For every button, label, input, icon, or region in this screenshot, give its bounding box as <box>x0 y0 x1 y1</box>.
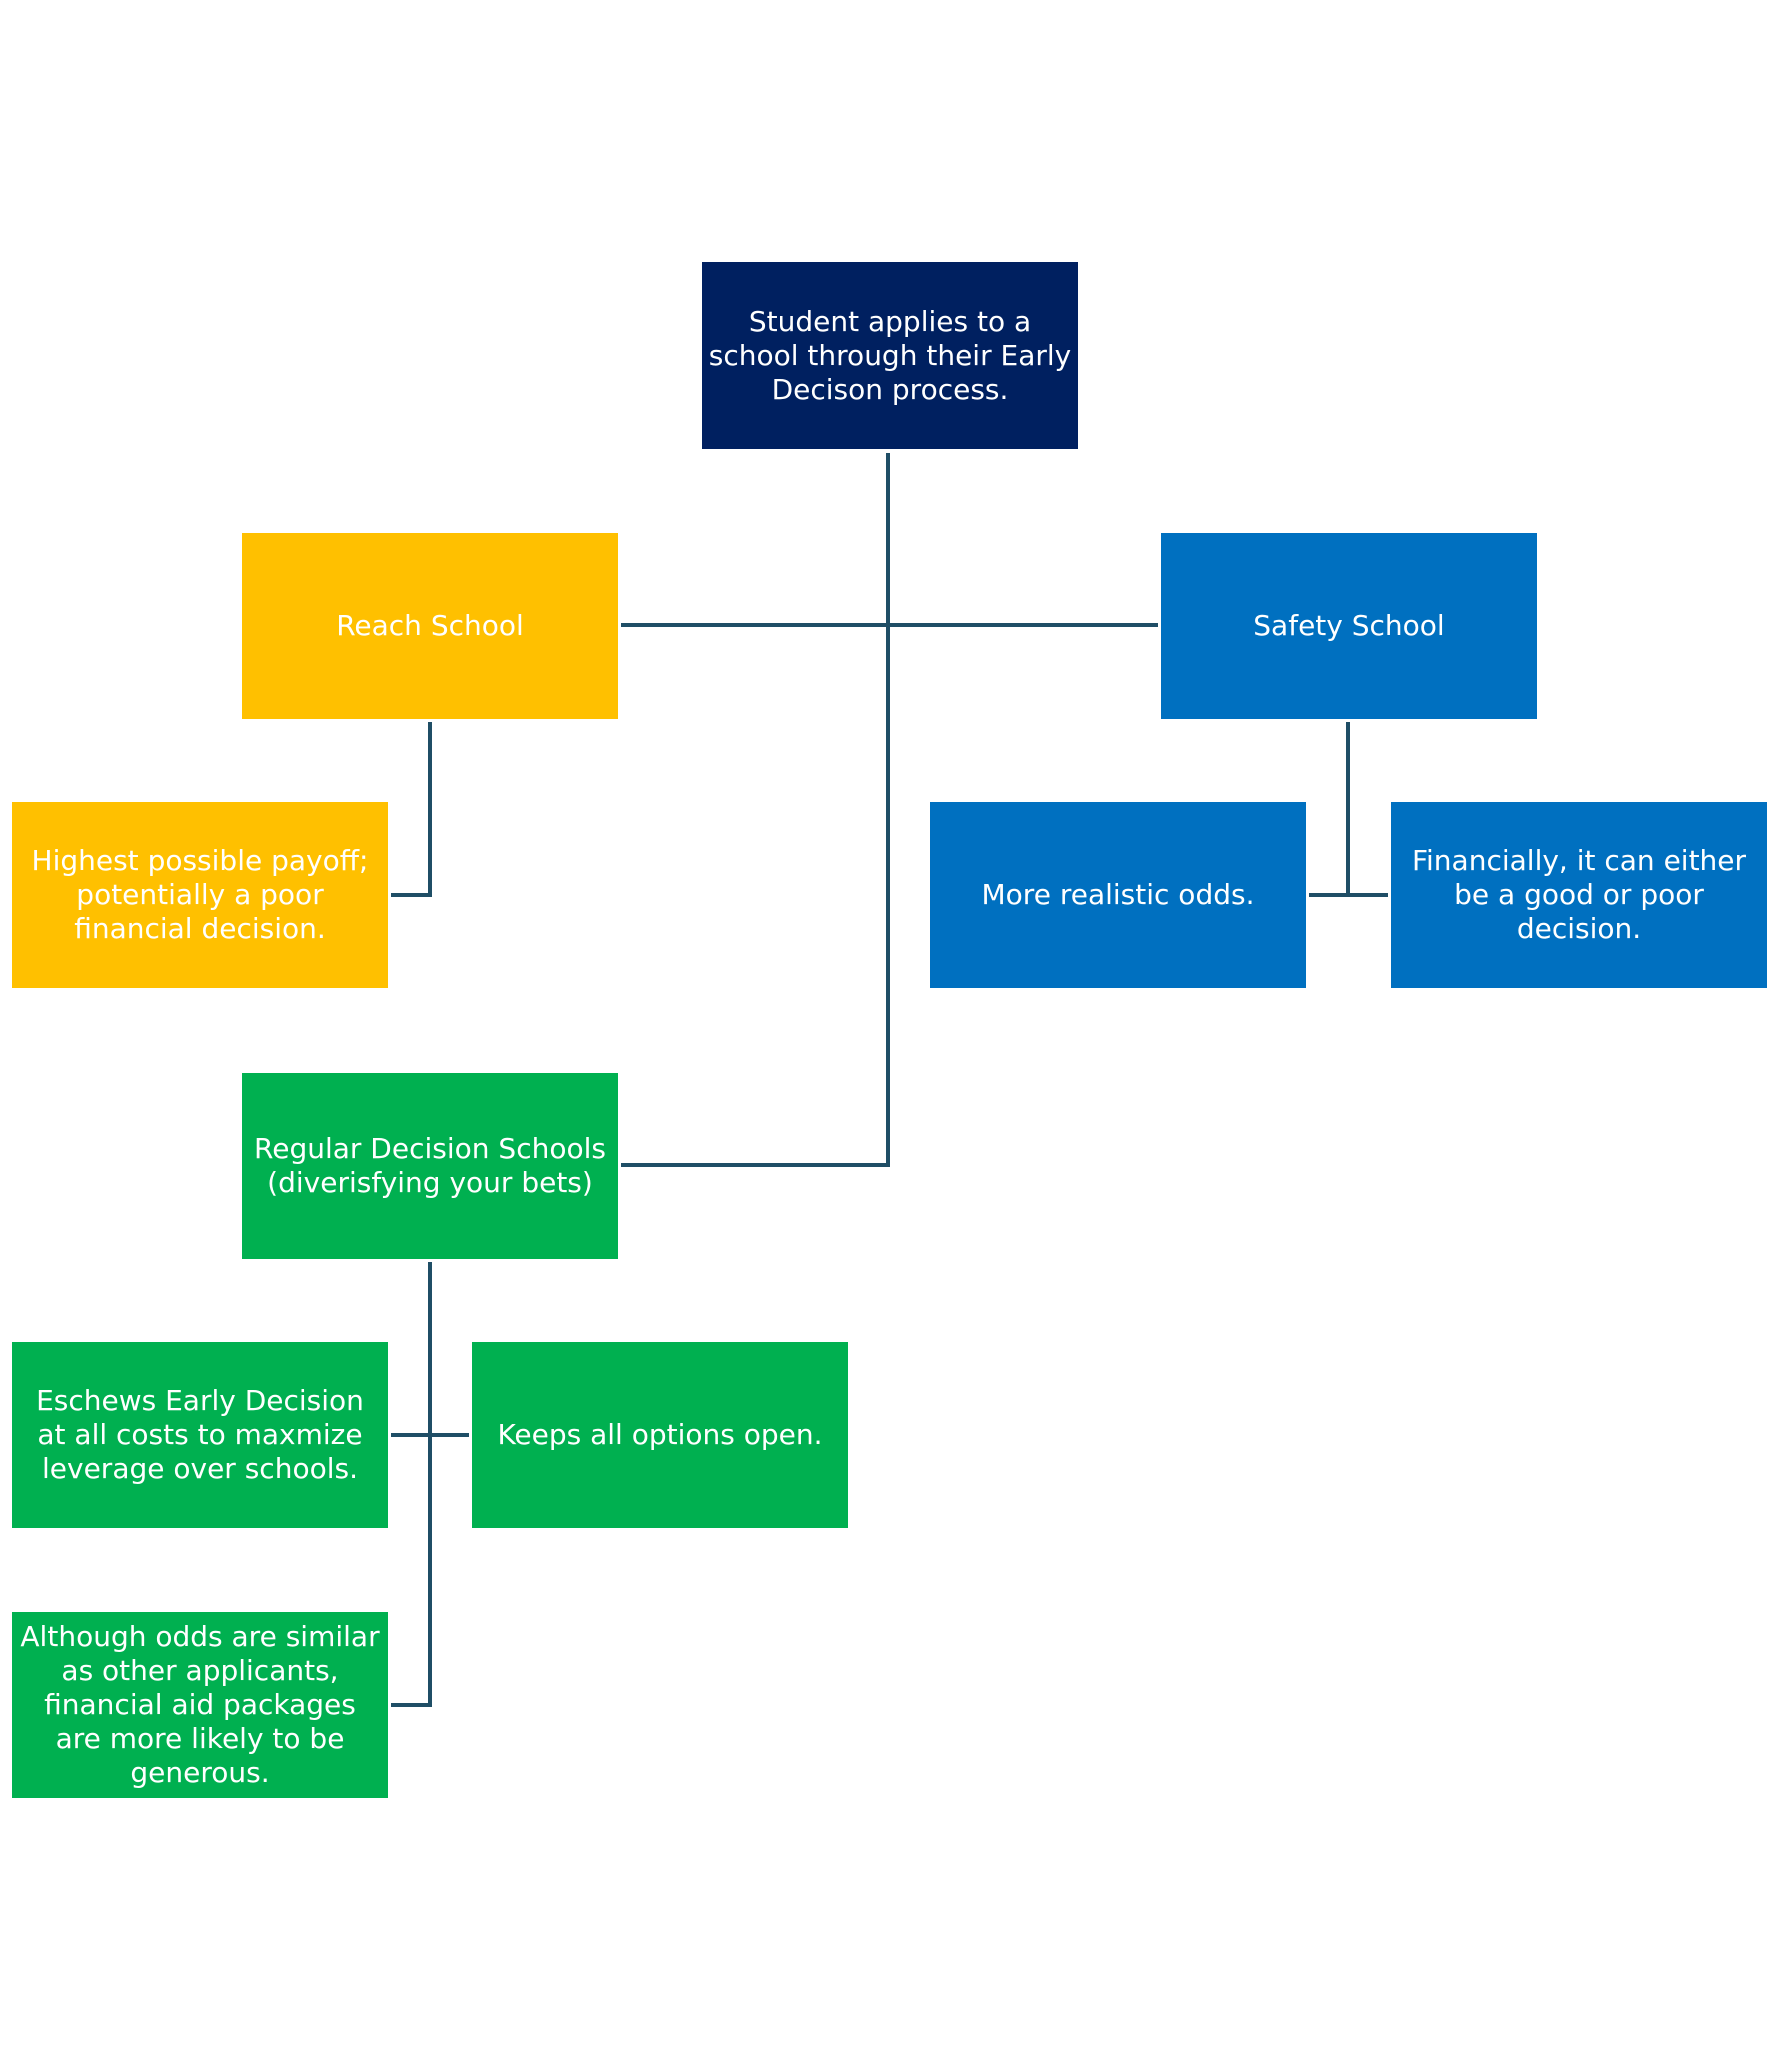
reach-detail-text: Highest possible payoff; potentially a p… <box>31 844 369 945</box>
regular-decision-text: Regular Decision Schools (diverisfying y… <box>254 1132 606 1199</box>
regular-eschews-node: Eschews Early Decision at all costs to m… <box>12 1342 388 1528</box>
regular-options-node: Keeps all options open. <box>472 1342 848 1528</box>
safety-odds-text: More realistic odds. <box>981 878 1255 911</box>
safety-financial-node: Financially, it can either be a good or … <box>1391 802 1767 988</box>
regular-aid-node: Although odds are similar as other appli… <box>12 1612 388 1798</box>
regular-aid-text: Although odds are similar as other appli… <box>20 1620 380 1789</box>
reach-school-text: Reach School <box>336 609 524 642</box>
root-node: Student applies to a school through thei… <box>702 262 1078 449</box>
root-node-text: Student applies to a school through thei… <box>708 304 1072 406</box>
safety-financial-text: Financially, it can either be a good or … <box>1411 844 1747 945</box>
reach-detail-node: Highest possible payoff; potentially a p… <box>12 802 388 988</box>
safety-school-text: Safety School <box>1253 609 1445 642</box>
regular-decision-node: Regular Decision Schools (diverisfying y… <box>242 1073 618 1259</box>
reach-school-node: Reach School <box>242 533 618 719</box>
regular-options-text: Keeps all options open. <box>497 1418 823 1451</box>
safety-school-node: Safety School <box>1161 533 1537 719</box>
safety-odds-node: More realistic odds. <box>930 802 1306 988</box>
regular-eschews-text: Eschews Early Decision at all costs to m… <box>36 1384 364 1485</box>
